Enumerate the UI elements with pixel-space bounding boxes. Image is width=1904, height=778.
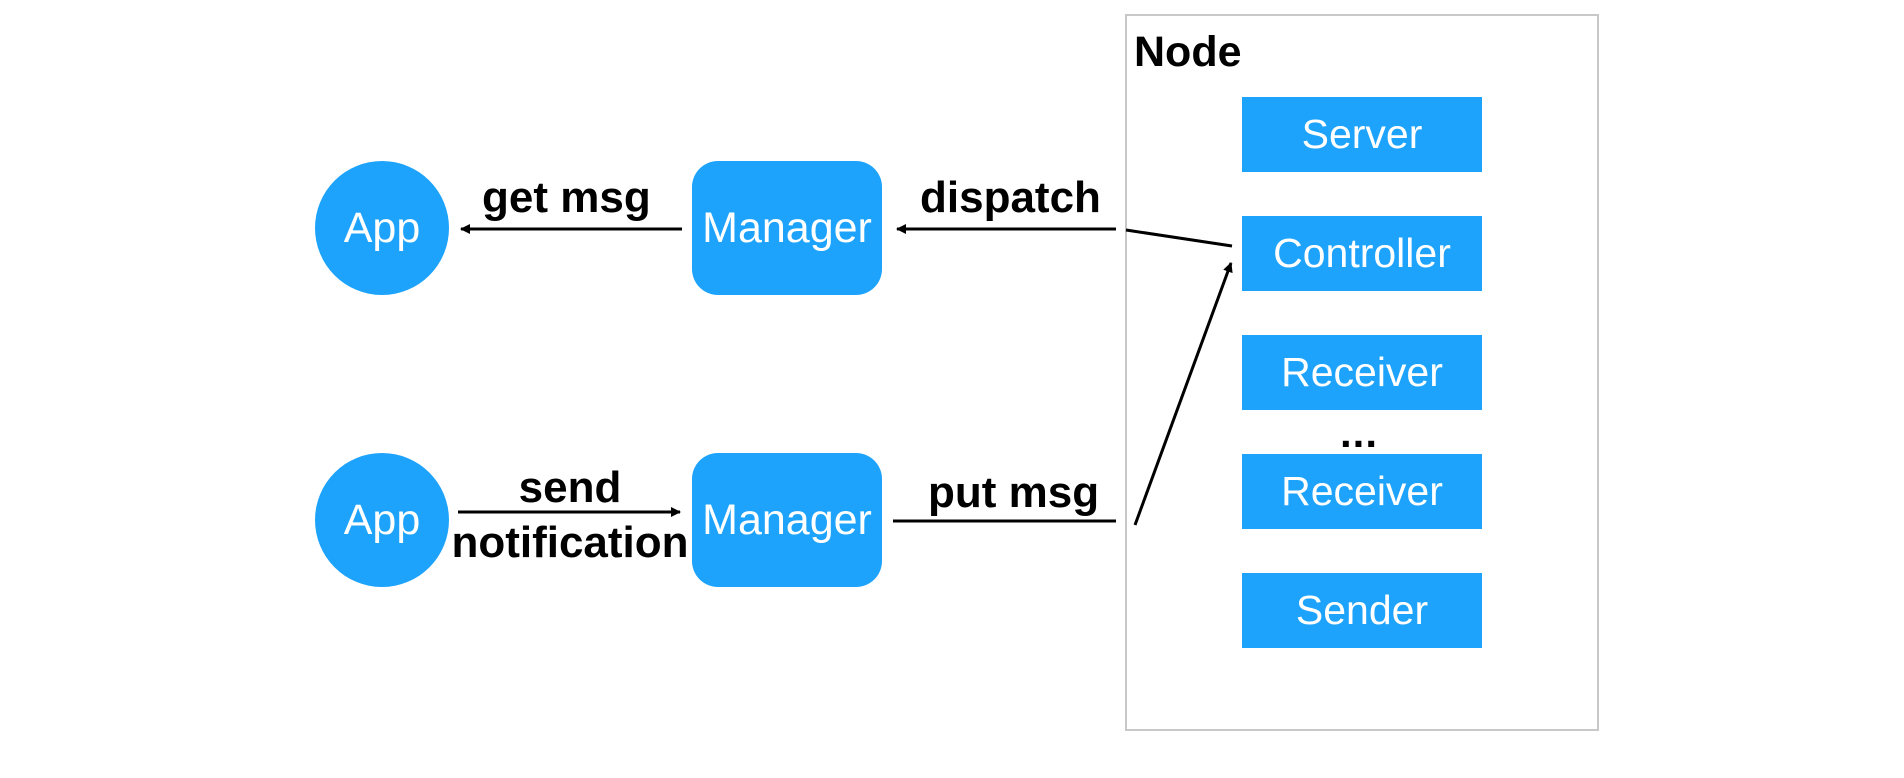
put-msg-label: put msg bbox=[928, 468, 1100, 517]
manager-node-top: Manager bbox=[692, 161, 882, 295]
notification-label: notification bbox=[451, 518, 689, 567]
app-node-top: App bbox=[315, 161, 449, 295]
app-node-bottom: App bbox=[315, 453, 449, 587]
put-msg-connector-arrow bbox=[1133, 262, 1233, 526]
receiver-box-2: Receiver bbox=[1242, 454, 1482, 529]
ellipsis-text: ... bbox=[1340, 409, 1379, 456]
get-msg-label: get msg bbox=[482, 173, 651, 222]
send-label: send bbox=[518, 463, 622, 512]
server-box: Server bbox=[1242, 97, 1482, 172]
node-container bbox=[1125, 14, 1599, 731]
receiver-box-1: Receiver bbox=[1242, 335, 1482, 410]
controller-box: Controller bbox=[1242, 216, 1482, 291]
controller-dispatch-connector bbox=[1125, 228, 1233, 248]
node-title: Node bbox=[1134, 28, 1242, 76]
manager-node-bottom: Manager bbox=[692, 453, 882, 587]
sender-box: Sender bbox=[1242, 573, 1482, 648]
dispatch-label: dispatch bbox=[920, 173, 1101, 222]
